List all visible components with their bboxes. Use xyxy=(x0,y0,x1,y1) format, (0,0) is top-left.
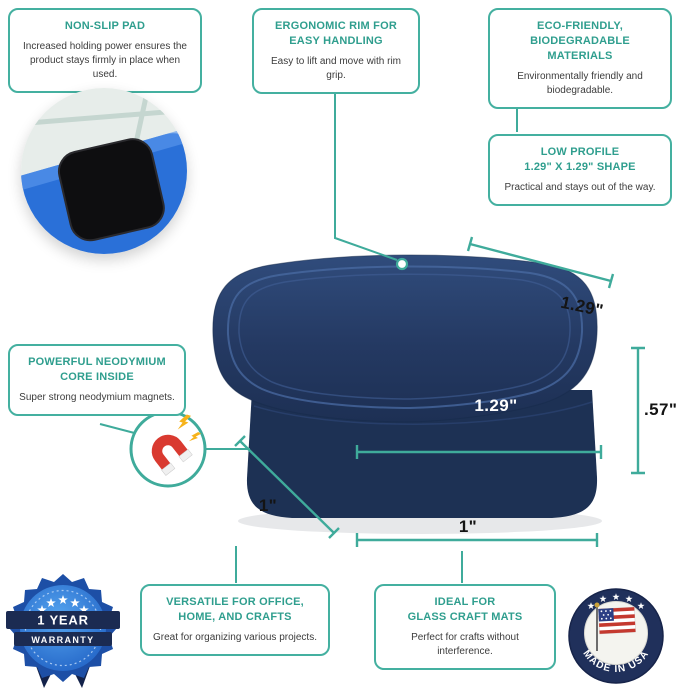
callout-body: Easy to lift and move with rim grip. xyxy=(270,55,402,81)
dimension-label-bottom-width: 1" xyxy=(458,517,478,536)
product-render xyxy=(212,254,602,534)
callout-body: Super strong neodymium magnets. xyxy=(19,391,175,403)
product-rim-line-outer xyxy=(226,265,584,410)
callout-versatile: VERSATILE FOR OFFICE, HOME, AND CRAFTS G… xyxy=(140,584,330,656)
product-rim-line-inner xyxy=(238,273,571,400)
warranty-text-line2: WARRANTY xyxy=(31,635,94,645)
product-lid xyxy=(212,254,598,423)
non-slip-pad-photo xyxy=(21,88,187,254)
callout-title: VERSATILE FOR OFFICE, HOME, AND CRAFTS xyxy=(166,596,304,623)
callout-title: IDEAL FOR GLASS CRAFT MATS xyxy=(407,596,523,623)
callout-non-slip-pad: NON-SLIP PAD Increased holding power ens… xyxy=(8,8,202,93)
ergonomic-anchor-dot xyxy=(395,257,409,271)
callout-title: LOW PROFILE 1.29" X 1.29" SHAPE xyxy=(524,146,636,173)
dimension-line-left-depth xyxy=(234,435,340,539)
usa-flag-icon xyxy=(594,602,636,651)
callout-title: ECO-FRIENDLY, BIODEGRADABLE MATERIALS xyxy=(530,20,630,62)
connector-ergonomic xyxy=(334,88,398,261)
callout-title: NON-SLIP PAD xyxy=(64,20,146,32)
callout-neodymium-core: POWERFUL NEODYMIUM CORE INSIDE Super str… xyxy=(8,344,186,416)
dimension-label-height: .57" xyxy=(644,400,678,419)
dimension-line-front-width xyxy=(355,445,603,459)
warranty-text-line1: 1 YEAR xyxy=(37,613,89,628)
callout-ideal-for: IDEAL FOR GLASS CRAFT MATS Perfect for c… xyxy=(374,584,556,670)
callout-body: Great for organizing various projects. xyxy=(153,631,317,643)
callout-body: Perfect for crafts without interference. xyxy=(411,631,519,657)
magnet-icon xyxy=(129,410,207,488)
made-in-usa-badge: MADE IN USA xyxy=(568,588,664,684)
callout-title: ERGONOMIC RIM FOR EASY HANDLING xyxy=(275,20,397,47)
callout-ergonomic-rim: ERGONOMIC RIM FOR EASY HANDLING Easy to … xyxy=(252,8,420,94)
callout-title: POWERFUL NEODYMIUM CORE INSIDE xyxy=(28,356,166,383)
lightning-bolt-icon xyxy=(177,414,202,442)
callout-body: Environmentally friendly and biodegradab… xyxy=(517,70,643,96)
callout-body: Practical and stays out of the way. xyxy=(504,181,656,193)
dimension-label-left-depth: 1" xyxy=(258,496,278,515)
dimension-label-front-width: 1.29" xyxy=(474,396,518,415)
product-body xyxy=(246,390,598,518)
callout-body: Increased holding power ensures the prod… xyxy=(23,40,187,80)
black-non-slip-pad xyxy=(57,138,165,242)
non-slip-pad-photo-art xyxy=(21,88,187,254)
warranty-badge: 1 YEAR WARRANTY xyxy=(6,574,120,688)
dimension-line-height xyxy=(631,346,645,475)
callout-low-profile: LOW PROFILE 1.29" X 1.29" SHAPE Practica… xyxy=(488,134,672,206)
dimension-line-bottom-width xyxy=(355,533,599,547)
dimension-line-top-width xyxy=(466,236,615,289)
product-body-highlight xyxy=(253,401,593,425)
callout-eco-friendly: ECO-FRIENDLY, BIODEGRADABLE MATERIALS En… xyxy=(488,8,672,109)
